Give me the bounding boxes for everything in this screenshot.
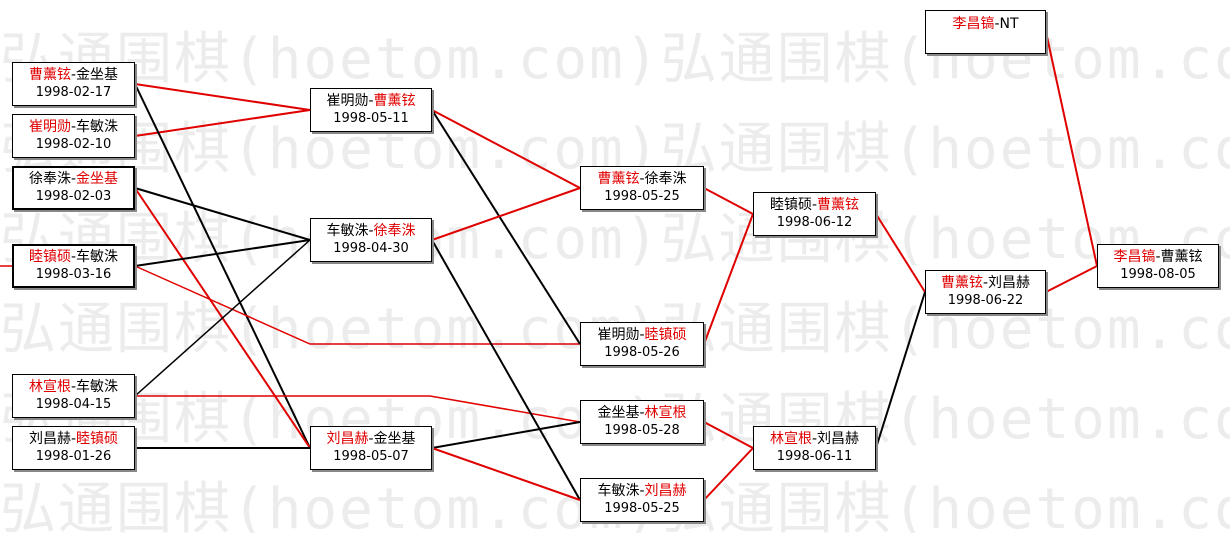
match-date: 1998-02-17 <box>35 85 112 100</box>
connector-line <box>135 395 581 423</box>
match-box: 金坐基-林宣根 1998-05-28 <box>580 400 704 444</box>
match-box: 曹薰铉-金坐基 1998-02-17 <box>12 62 135 106</box>
match-box: 林宣根-刘昌赫 1998-06-11 <box>753 426 876 470</box>
player-name: 林宣根 <box>644 405 687 421</box>
player-name: 金坐基 <box>597 405 640 421</box>
match-box: 曹薰铉-刘昌赫 1998-06-22 <box>925 270 1046 314</box>
match-date: 1998-01-26 <box>35 449 112 464</box>
match-date: 1998-05-28 <box>604 423 680 438</box>
match-box: 车敏洙-徐奉洙 1998-04-30 <box>310 218 432 262</box>
connector-line <box>703 187 754 215</box>
player-name: 睦镇硕 <box>76 431 119 447</box>
player-name: 林宣根 <box>769 431 812 447</box>
match-box: 睦镇硕-车敏洙 1998-03-16 <box>12 244 135 288</box>
match-box: 崔明勋-曹薰铉 1998-05-11 <box>310 88 432 132</box>
match-date: 1998-04-30 <box>333 241 409 256</box>
connector-line <box>134 187 311 241</box>
match-box: 刘昌赫-金坐基 1998-05-07 <box>310 426 432 470</box>
match-date: 1998-06-22 <box>947 293 1024 308</box>
player-name: 车敏洙 <box>76 249 119 265</box>
player-name: 曹薰铉 <box>597 171 640 187</box>
player-name: 车敏洙 <box>326 223 369 239</box>
player-name: 曹薰铉 <box>1160 249 1203 265</box>
match-date: 1998-03-16 <box>35 267 112 282</box>
connector-line <box>134 239 311 267</box>
match-date: 1998-02-10 <box>35 137 112 152</box>
match-box: 刘昌赫-睦镇硕 1998-01-26 <box>12 426 135 470</box>
match-box: 徐奉洙-金坐基 1998-02-03 <box>12 166 135 210</box>
player-name: 曹薰铉 <box>940 275 983 291</box>
match-date: 1998-05-25 <box>604 189 680 204</box>
match-box: 曹薰铉-徐奉洙 1998-05-25 <box>580 166 704 210</box>
connector-line <box>875 291 926 449</box>
connector-line <box>431 239 581 501</box>
player-name: 林宣根 <box>28 379 71 395</box>
match-date: 1998-05-26 <box>604 345 680 360</box>
player-name: 徐奉洙 <box>28 171 71 187</box>
connector-line <box>431 421 581 449</box>
player-name: 刘昌赫 <box>28 431 71 447</box>
player-name: 车敏洙 <box>76 119 119 135</box>
player-name: 车敏洙 <box>597 483 640 499</box>
final-match-box: 李昌镐-曹薰铉 1998-08-05 <box>1097 244 1219 288</box>
connector-line <box>431 187 581 241</box>
challenger-box: 李昌镐-NT <box>925 10 1046 54</box>
connector-line <box>703 421 754 449</box>
match-box: 崔明勋-睦镇硕 1998-05-26 <box>580 322 704 366</box>
connector-line <box>134 83 311 449</box>
player-name: 崔明勋 <box>597 327 640 343</box>
player-name: 金坐基 <box>373 431 416 447</box>
match-date: 1998-05-07 <box>333 449 409 464</box>
player-name: 刘昌赫 <box>817 431 860 447</box>
player-name: 睦镇硕 <box>28 249 71 265</box>
connector-line <box>703 447 754 501</box>
connector-line <box>431 109 581 189</box>
player-name: 曹薰铉 <box>817 197 860 213</box>
connector-line <box>1045 31 1098 267</box>
match-box: 睦镇硕-曹薰铉 1998-06-12 <box>753 192 876 236</box>
connector-line <box>134 83 311 111</box>
connector-line <box>134 265 580 345</box>
match-date: 1998-05-11 <box>333 111 409 126</box>
connector-line <box>431 109 581 345</box>
connector-line <box>134 239 311 397</box>
connector-line <box>875 213 926 293</box>
player-name: 崔明勋 <box>28 119 71 135</box>
connector-line <box>431 447 581 501</box>
connector-line <box>703 213 754 345</box>
match-date: 1998-06-12 <box>776 215 853 230</box>
player-name: 刘昌赫 <box>326 431 369 447</box>
player-name: 徐奉洙 <box>644 171 687 187</box>
player-name: 车敏洙 <box>76 379 119 395</box>
connector-line <box>1045 265 1098 293</box>
match-date: 1998-02-03 <box>35 189 112 204</box>
player-name: 曹薰铉 <box>28 67 71 83</box>
connector-line <box>134 109 311 137</box>
match-box: 林宣根-车敏洙 1998-04-15 <box>12 374 135 418</box>
match-date: 1998-08-05 <box>1120 267 1196 282</box>
match-date: 1998-04-15 <box>35 397 112 412</box>
player-name: 金坐基 <box>76 67 119 83</box>
match-date: 1998-06-11 <box>776 449 853 464</box>
player-name: 徐奉洙 <box>373 223 416 239</box>
player-name: 刘昌赫 <box>644 483 687 499</box>
player-name: 崔明勋 <box>326 93 369 109</box>
player-name: NT <box>999 16 1019 32</box>
match-date: 1998-05-25 <box>604 501 680 516</box>
match-box: 车敏洙-刘昌赫 1998-05-25 <box>580 478 704 522</box>
match-box: 崔明勋-车敏洙 1998-02-10 <box>12 114 135 158</box>
player-name: 金坐基 <box>76 171 119 187</box>
player-name: 李昌镐 <box>952 16 995 32</box>
player-name: 睦镇硕 <box>769 197 812 213</box>
player-name: 刘昌赫 <box>988 275 1031 291</box>
player-name: 曹薰铉 <box>373 93 416 109</box>
player-name: 李昌镐 <box>1113 249 1156 265</box>
player-name: 睦镇硕 <box>644 327 687 343</box>
